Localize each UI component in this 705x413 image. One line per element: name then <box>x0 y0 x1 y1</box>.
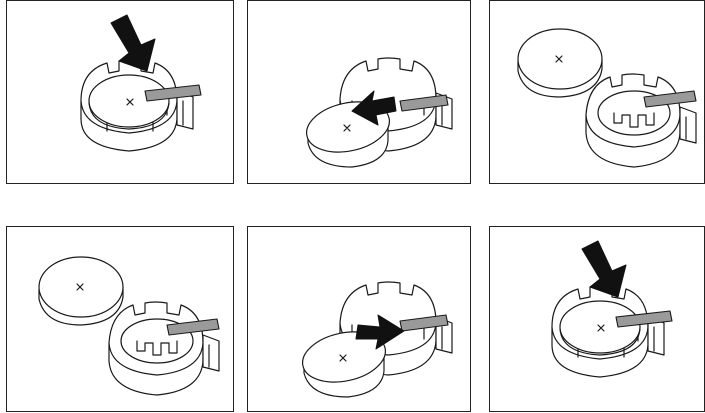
holder-tab <box>680 107 696 143</box>
holder-rim <box>586 74 680 147</box>
step-4-panel <box>6 226 234 412</box>
step-6-illustration <box>490 227 705 413</box>
step-1-panel <box>6 0 234 184</box>
step-5-illustration <box>248 227 472 413</box>
step-2-illustration <box>248 1 472 185</box>
coin-battery <box>518 29 602 89</box>
coin-battery <box>39 257 123 317</box>
step-3-panel <box>489 0 705 184</box>
press-arrow <box>111 15 155 71</box>
step-1-illustration <box>7 1 235 185</box>
step-3-illustration <box>490 1 705 185</box>
holder-rim <box>109 302 203 375</box>
press-arrow <box>582 241 626 297</box>
step-4-illustration <box>7 227 235 413</box>
step-2-panel <box>247 0 471 184</box>
holder-tab <box>203 335 219 371</box>
step-5-panel <box>247 226 471 412</box>
step-6-panel <box>489 226 705 412</box>
